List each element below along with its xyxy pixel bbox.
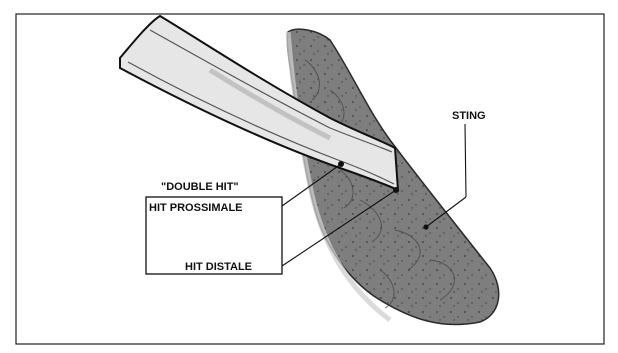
- label-hit-prossimale: HIT PROSSIMALE: [149, 202, 243, 214]
- label-hit-distale: HIT DISTALE: [185, 261, 252, 273]
- label-double-hit: "DOUBLE HIT": [161, 181, 239, 193]
- leader-sting-vertical: [465, 124, 466, 197]
- marker-hit-prossimale: [338, 161, 344, 167]
- label-sting: STING: [452, 110, 486, 122]
- marker-sting: [423, 224, 428, 229]
- marker-hit-distale: [393, 187, 399, 193]
